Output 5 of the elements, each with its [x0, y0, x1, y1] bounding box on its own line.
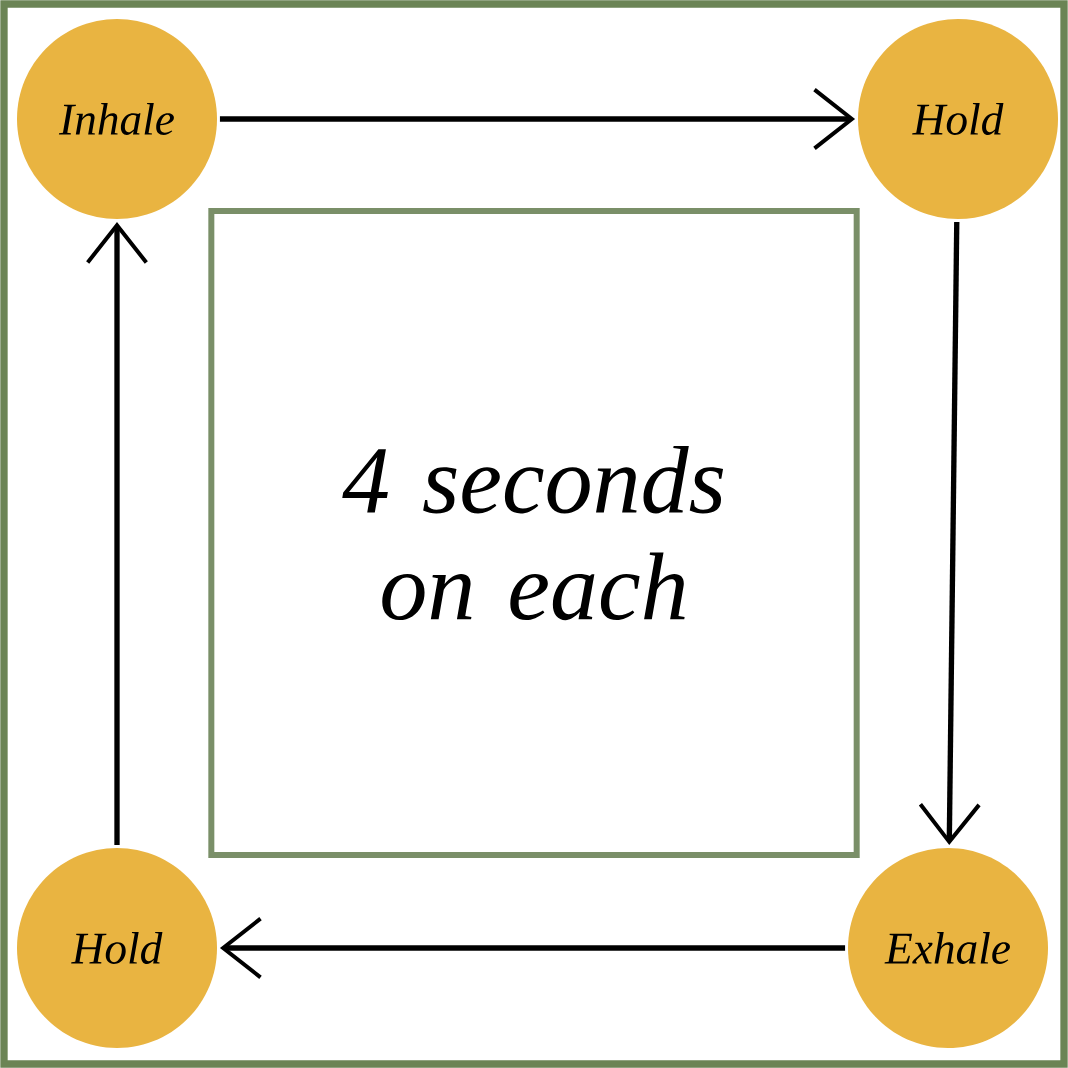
arrow: [86, 221, 148, 846]
arrow: [918, 221, 981, 846]
center-box: 4 seconds on each: [208, 208, 860, 858]
arrow: [219, 88, 856, 150]
arrow: [219, 917, 846, 979]
